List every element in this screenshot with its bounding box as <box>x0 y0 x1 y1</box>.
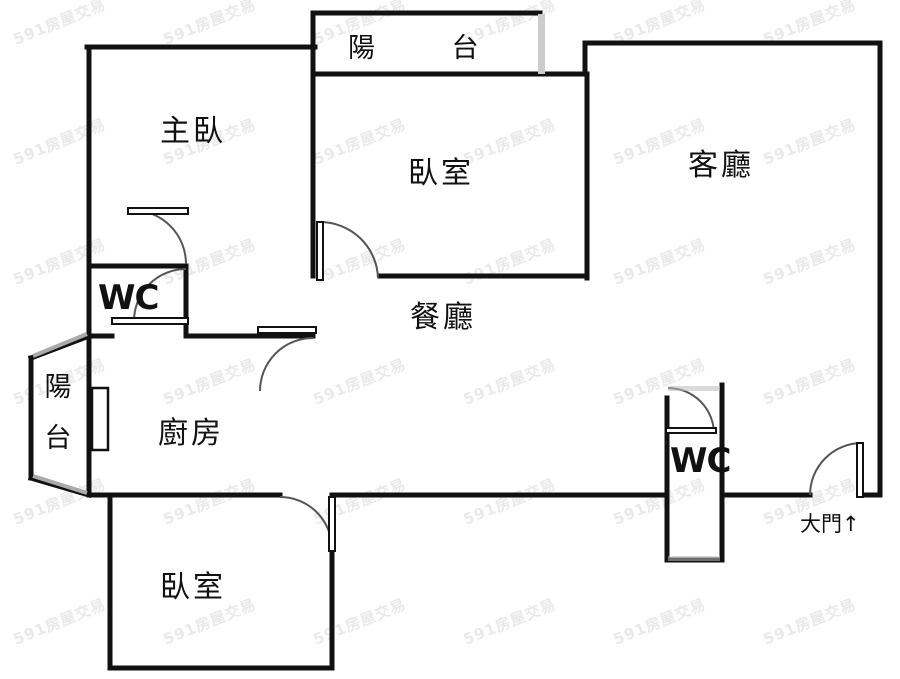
label-balcony-left-line1: 陽 <box>44 372 72 403</box>
door-arc-bedroom-bottom <box>279 496 333 550</box>
label-living-room: 客廳 <box>688 148 754 183</box>
label-balcony-left-line2: 台 <box>44 423 72 454</box>
door-arc-corridor <box>259 337 314 392</box>
window-group <box>90 14 545 452</box>
wall-group <box>27 10 883 671</box>
door-leaf-corridor <box>257 326 317 334</box>
window-kitchen-balcony <box>90 386 110 452</box>
label-wc-left: WC <box>98 278 159 318</box>
door-arc-wc-left <box>131 209 187 265</box>
door-leaf-master-bedroom <box>111 317 189 325</box>
label-master-bedroom: 主臥 <box>160 114 226 149</box>
label-main-entrance: 大門↑ <box>800 512 860 536</box>
label-kitchen: 廚房 <box>158 416 224 451</box>
label-bedroom-top: 臥室 <box>408 156 474 191</box>
label-bedroom-bottom: 臥室 <box>160 570 226 605</box>
wall-shadow-wc-right-b <box>668 556 720 561</box>
door-arc-main-entrance <box>809 442 863 496</box>
door-arc-master-bedroom <box>133 268 187 322</box>
label-wc-right: WC <box>670 441 731 481</box>
door-leaf-bedroom-top <box>316 221 324 281</box>
label-dining-room: 餐廳 <box>410 300 476 335</box>
door-arc-bedroom-top <box>319 221 379 279</box>
door-group <box>111 207 864 552</box>
wall-shadow-group <box>668 386 720 561</box>
window-balcony-top-right <box>538 14 545 74</box>
label-balcony-left: 陽 台 <box>42 362 74 464</box>
window-accents <box>32 332 88 495</box>
door-leaf-wc-left <box>127 207 189 215</box>
door-leaf-bedroom-bottom <box>328 496 336 552</box>
door-leaf-wc-right <box>665 427 717 434</box>
wall-shadow-wc-right-a <box>668 386 720 391</box>
window-balcony-left-top <box>32 332 88 358</box>
label-balcony-top: 陽 台 <box>348 33 513 64</box>
window-balcony-left-bottom <box>32 474 88 495</box>
door-leaf-main-entrance <box>856 442 864 498</box>
